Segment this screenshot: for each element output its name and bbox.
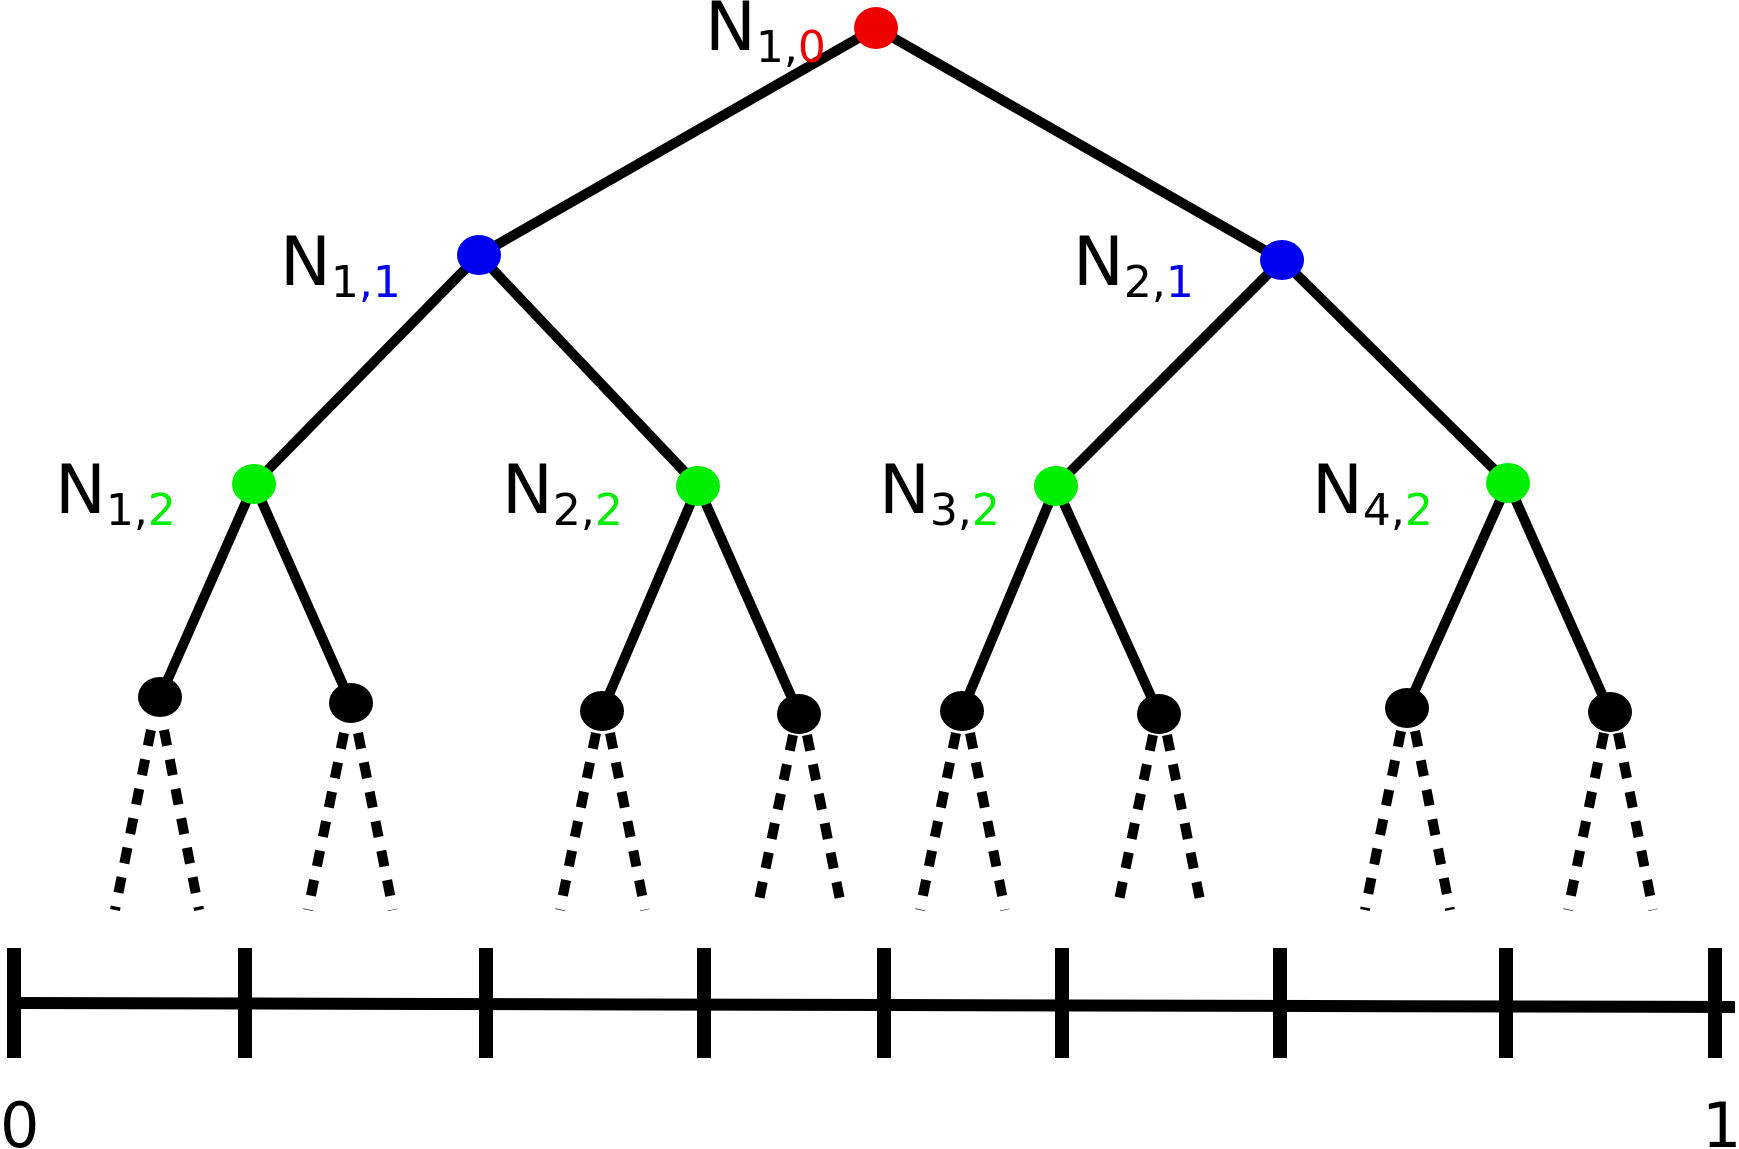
dotted-edge	[353, 732, 398, 911]
label-n2-1: N2,1	[1073, 223, 1194, 308]
leaf-node	[329, 683, 373, 723]
dotted-continuations	[110, 729, 1658, 912]
label-n3-2: N3,2	[879, 451, 1000, 536]
dotted-edge	[605, 732, 650, 911]
edge-n42-left	[1402, 480, 1513, 711]
leaf-node	[1385, 688, 1429, 728]
label-n1-2: N1,2	[55, 451, 176, 536]
dotted-edge	[555, 732, 601, 911]
dotted-edge	[965, 732, 1010, 911]
edge-n32-right	[1051, 483, 1164, 717]
node-n1-2	[232, 464, 276, 504]
label-n1-1: N1,1	[280, 223, 401, 308]
node-n4-2	[1486, 463, 1530, 503]
dotted-edge	[915, 732, 961, 911]
axis-end-label: 1	[1702, 1089, 1739, 1149]
label-n2-2: N2,2	[502, 451, 623, 536]
edge-n42-right	[1503, 480, 1615, 715]
dotted-edge	[159, 729, 204, 911]
edge-n11-right	[475, 251, 702, 490]
axis-line	[13, 997, 1736, 1013]
edge-n12-right	[249, 481, 356, 706]
node-n1-1	[457, 235, 501, 275]
axis-start-label: 0	[0, 1089, 39, 1149]
node-n1-0	[854, 7, 898, 49]
dotted-edge	[1613, 732, 1658, 911]
edge-n22-left	[597, 484, 703, 713]
unit-interval-axis	[7, 948, 1736, 1058]
edge-n11-left	[250, 251, 483, 488]
label-n4-2: N4,2	[1312, 451, 1433, 536]
edge-n22-right	[693, 483, 804, 717]
label-n1-0: N1,0	[705, 0, 826, 73]
edge-root-left	[476, 23, 879, 260]
node-labels: N1,0 N1,1 N2,1 N1,2 N2,2 N3,2 N4,2	[55, 0, 1433, 536]
leaf-node	[940, 691, 984, 731]
dotted-edge	[1112, 733, 1158, 912]
leaf-node	[580, 691, 624, 731]
tree-nodes	[138, 7, 1632, 734]
edge-root-right	[873, 23, 1285, 265]
leaf-node	[1137, 694, 1181, 734]
dotted-edge	[1410, 730, 1455, 911]
leaf-node	[1588, 692, 1632, 732]
dotted-edge	[303, 732, 349, 911]
node-n2-1	[1260, 240, 1304, 280]
dotted-edge	[1360, 730, 1406, 911]
edge-n12-left	[155, 481, 259, 700]
edge-n21-right	[1278, 256, 1512, 487]
node-n3-2	[1034, 466, 1078, 506]
leaf-node	[138, 677, 182, 717]
node-n2-2	[676, 466, 720, 506]
dotted-edge	[1162, 734, 1207, 911]
dotted-edge	[1563, 732, 1609, 911]
dotted-edge	[802, 734, 847, 911]
edge-n21-left	[1052, 256, 1286, 490]
dotted-edge	[110, 729, 156, 911]
dotted-edge	[752, 733, 798, 912]
leaf-node	[777, 694, 821, 734]
edge-n32-left	[957, 484, 1061, 713]
tree-edges	[155, 23, 1615, 717]
